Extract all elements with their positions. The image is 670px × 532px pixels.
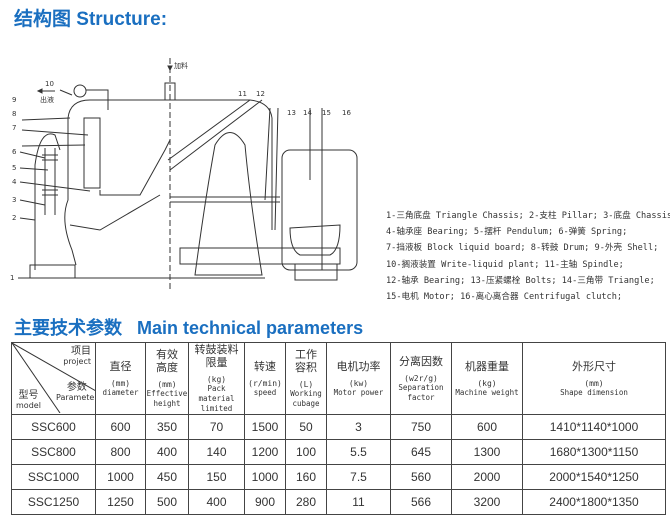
- value-cell: 1200: [244, 439, 286, 465]
- legend-line: 12-轴承 Bearing; 13-压紧螺栓 Bolts; 14-三角带 Tri…: [386, 275, 655, 286]
- value-cell: 1300: [451, 439, 523, 465]
- legend-line: 7-挡液板 Block liquid board; 8-转鼓 Drum; 9-外…: [386, 243, 659, 254]
- value-cell: 600: [451, 414, 523, 440]
- value-cell: 160: [285, 464, 327, 490]
- part-label: 5: [12, 164, 16, 172]
- header-cell: 分离因数(w2r/g)Separation factor: [390, 342, 452, 415]
- part-label: 10: [45, 80, 54, 88]
- model-cell: SSC1250: [11, 489, 96, 515]
- part-label: 3: [12, 196, 16, 204]
- part-label: 11: [238, 90, 247, 98]
- parts-legend: 1-三角底盘 Triangle Chassis; 2-支柱 Pillar; 3-…: [386, 208, 670, 305]
- header-cell: 电机功率(kw)Motor power: [326, 342, 391, 415]
- value-cell: 500: [145, 489, 189, 515]
- value-cell: 1000: [244, 464, 286, 490]
- value-cell: 50: [285, 414, 327, 440]
- part-label: 4: [12, 178, 17, 186]
- header-cell: 工作容积(L)Working cubage: [285, 342, 327, 415]
- value-cell: 350: [145, 414, 189, 440]
- value-cell: 1680*1300*1150: [522, 439, 666, 465]
- part-label: 7: [12, 124, 16, 132]
- header-cell: 转速(r/min)speed: [244, 342, 286, 415]
- part-label: 9: [12, 96, 16, 104]
- value-cell: 1000: [95, 464, 146, 490]
- part-label: 2: [12, 214, 16, 222]
- value-cell: 600: [95, 414, 146, 440]
- part-label: 12: [256, 90, 265, 98]
- legend-line: 1-三角底盘 Triangle Chassis; 2-支柱 Pillar; 3-…: [386, 211, 670, 221]
- value-cell: 560: [390, 464, 452, 490]
- value-cell: 70: [188, 414, 245, 440]
- value-cell: 100: [285, 439, 327, 465]
- feed-label: 加料: [174, 61, 188, 70]
- part-label: 16: [342, 109, 351, 117]
- legend-line: 4-轴承座 Bearing; 5-摆杆 Pendulum; 6-弹簧 Sprin…: [386, 227, 628, 238]
- value-cell: 3200: [451, 489, 523, 515]
- parameters-title: 主要技术参数 Main technical parameters: [14, 318, 364, 338]
- value-cell: 400: [145, 439, 189, 465]
- legend-line: 15-电机 Motor; 16-离心离合器 Centrifugal clutch…: [386, 292, 623, 303]
- model-cell: SSC1000: [11, 464, 96, 490]
- value-cell: 400: [188, 489, 245, 515]
- value-cell: 750: [390, 414, 452, 440]
- value-cell: 11: [326, 489, 391, 515]
- value-cell: 140: [188, 439, 245, 465]
- structure-title: 结构图 Structure:: [14, 9, 168, 30]
- value-cell: 150: [188, 464, 245, 490]
- part-label: 15: [322, 109, 331, 117]
- value-cell: 566: [390, 489, 452, 515]
- part-label: 1: [10, 274, 14, 282]
- outlet-label: 出液: [40, 95, 54, 104]
- model-cell: SSC800: [11, 439, 96, 465]
- value-cell: 1500: [244, 414, 286, 440]
- header-cell: 有效高度(mm)Effective height: [145, 342, 189, 415]
- header-cell: 机器重量(kg)Machine weight: [451, 342, 523, 415]
- value-cell: 800: [95, 439, 146, 465]
- value-cell: 3: [326, 414, 391, 440]
- part-label: 8: [12, 110, 16, 118]
- value-cell: 2000*1540*1250: [522, 464, 666, 490]
- header-cell: 转鼓装料限量(kg)Pack material limited: [188, 342, 245, 415]
- centrifuge-structure-diagram: 1 2 3 4 5 6 7 8 9 10 11 12 13 14 15 16 加…: [10, 58, 358, 290]
- value-cell: 1410*1140*1000: [522, 414, 666, 440]
- header-cell: 直径(mm)diameter: [95, 342, 146, 415]
- value-cell: 2000: [451, 464, 523, 490]
- value-cell: 900: [244, 489, 286, 515]
- value-cell: 2400*1800*1350: [522, 489, 666, 515]
- legend-line: 10-搁液装置 Write-liquid plant; 11-主轴 Spindl…: [386, 259, 624, 270]
- value-cell: 645: [390, 439, 452, 465]
- header-cell: 外形尺寸(mm)Shape dimension: [522, 342, 666, 415]
- value-cell: 5.5: [326, 439, 391, 465]
- part-label: 6: [12, 148, 17, 156]
- value-cell: 7.5: [326, 464, 391, 490]
- value-cell: 450: [145, 464, 189, 490]
- value-cell: 1250: [95, 489, 146, 515]
- value-cell: 280: [285, 489, 327, 515]
- model-cell: SSC600: [11, 414, 96, 440]
- part-label: 14: [303, 109, 312, 117]
- part-label: 13: [287, 109, 296, 117]
